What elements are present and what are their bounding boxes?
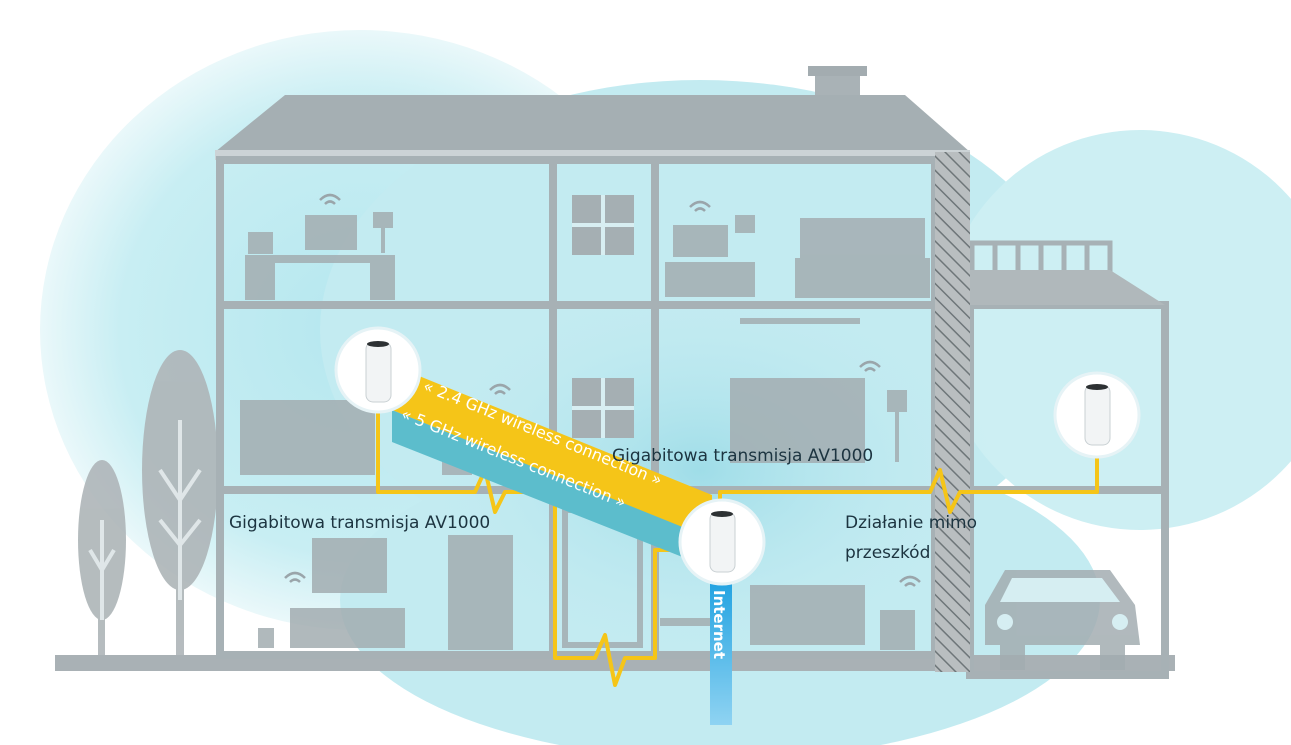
tv-icon [305,215,357,250]
deco-device-right [1053,371,1141,459]
wireless-banner-5ghz [392,410,690,560]
powerline-wire [376,410,1099,687]
tv-icon [673,225,728,257]
wifi-icon [284,193,921,587]
furniture [240,212,1140,670]
lamp-icon [735,215,755,233]
car-windows [997,578,1128,630]
internet-label: Internet [710,590,728,659]
label-av1000-top: Gigabitowa transmisja AV1000 [612,446,874,466]
lamp-icon [373,212,393,228]
window-frames [572,195,634,438]
tree-branches [88,420,202,620]
tv-icon [312,538,387,593]
ceiling-fan-icon [740,318,860,324]
sofa-icon [750,585,865,645]
label-av1000-left: Gigabitowa transmisja AV1000 [229,513,491,533]
label-obstacles: Działanie mimo przeszkód [845,513,978,563]
sofa-icon [730,378,865,423]
bed-icon [800,218,925,258]
obstacle-wall [935,152,970,672]
deco-device-left [334,326,422,414]
sofa-icon [240,400,375,440]
wireless-banner-24ghz [392,365,712,540]
deco-device-center [678,498,766,586]
lamp-icon [887,390,907,412]
fridge-icon [448,535,513,650]
desk-icon [245,255,395,263]
internet-cable [710,570,732,725]
house-roof [215,66,970,160]
